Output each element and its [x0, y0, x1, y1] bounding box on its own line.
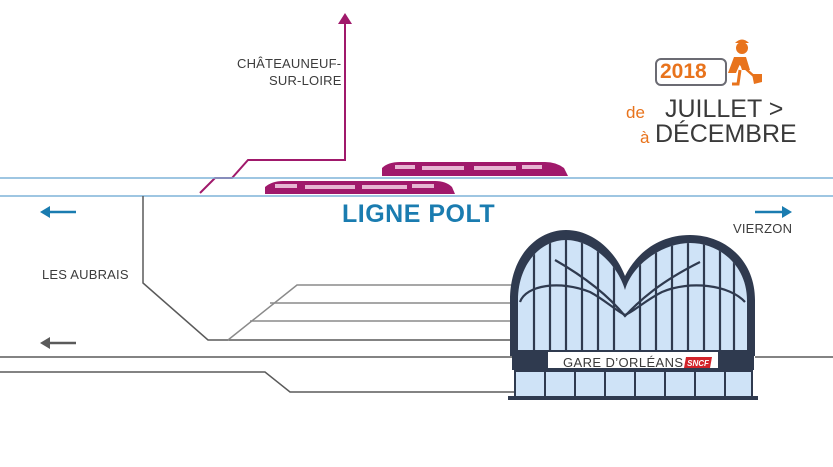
construction-worker-shovel-icon [728, 39, 762, 86]
station-building [508, 230, 758, 400]
chateauneuf-label-line1: CHÂTEAUNEUF- [237, 56, 342, 71]
track-lower [0, 371, 515, 393]
arrow-left-icon [40, 206, 76, 218]
arrow-right-icon [755, 206, 792, 218]
chateauneuf-label-line2: SUR-LOIRE [269, 73, 342, 88]
sncf-logo-text: SNCF [687, 359, 710, 368]
schedule-from-month: JUILLET > [665, 95, 784, 123]
year-frame [655, 58, 727, 86]
schedule-to-month: DÉCEMBRE [655, 120, 797, 148]
schedule-to-prefix: à [640, 128, 650, 147]
track-branch-1 [227, 284, 520, 341]
track-aubrais-curve [142, 196, 520, 341]
chateauneuf-line [199, 24, 346, 194]
schedule-from-prefix: de [626, 103, 645, 122]
tgv-train-icon [265, 181, 455, 194]
schedule-year: 2018 [660, 60, 707, 83]
arrow-up-icon [338, 13, 352, 24]
ligne-polt-label: LIGNE POLT [342, 200, 496, 228]
les-aubrais-label: LES AUBRAIS [42, 267, 129, 282]
arrow-left-icon [40, 337, 76, 349]
vierzon-label: VIERZON [733, 221, 793, 236]
gare-orleans-label: GARE D’ORLÉANS [563, 355, 684, 370]
tgv-train-icon [382, 162, 568, 176]
sncf-logo: SNCF [684, 357, 712, 368]
